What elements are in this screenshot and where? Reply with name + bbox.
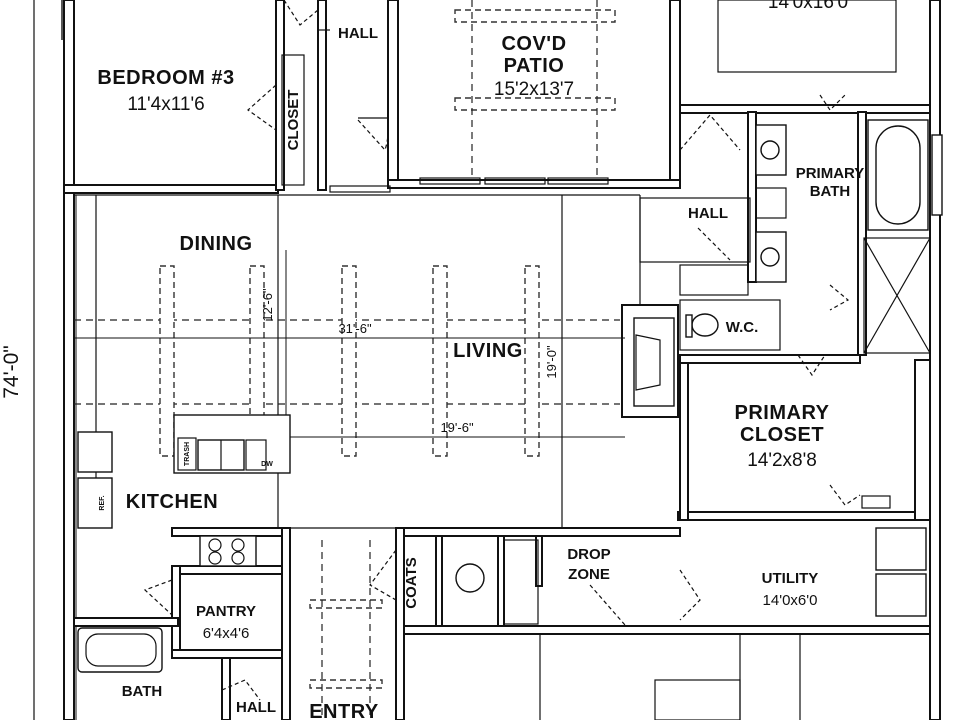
dw-label: DW — [261, 461, 273, 468]
primary-bath-name-2: BATH — [810, 183, 851, 200]
top-right-room-size: 14'0x16'0 — [768, 0, 848, 13]
primary-bath-fixtures — [755, 119, 931, 377]
primary-closet-name-1: PRIMARY — [735, 402, 830, 424]
trash-label: TRASH — [184, 442, 191, 466]
room-labels: BEDROOM #3 11'4x11'6 HALL CLOSET COV'D P… — [97, 0, 864, 720]
kitchen-width-label: 19'-6" — [440, 420, 474, 435]
ref-label: REF. — [99, 495, 106, 510]
overall-dimension: 74'-0" — [0, 0, 35, 720]
hall-mid-label: HALL — [688, 205, 728, 222]
living-width-label: 31'-6" — [338, 321, 372, 336]
living-label: LIVING — [453, 340, 523, 362]
kitchen-label: KITCHEN — [126, 491, 218, 513]
bedroom3-name: BEDROOM #3 — [97, 67, 234, 89]
patio-size: 15'2x13'7 — [494, 79, 574, 100]
ceiling-beams — [159, 265, 540, 457]
utility-size: 14'0x6'0 — [763, 592, 818, 609]
entry-label: ENTRY — [309, 701, 379, 720]
primary-bath-name-1: PRIMARY — [796, 165, 865, 182]
primary-closet-name-2: CLOSET — [740, 424, 824, 446]
living-depth-label: 19'-0" — [544, 345, 559, 379]
coats-label: COATS — [403, 557, 420, 608]
overall-depth-label: 74'-0" — [0, 345, 23, 399]
dimension-lines — [74, 250, 625, 528]
hall-wc-area — [639, 197, 781, 351]
bath-label: BATH — [122, 683, 163, 700]
wc-label: W.C. — [726, 319, 759, 336]
pantry-name: PANTRY — [196, 603, 256, 620]
top-right-room — [679, 0, 897, 151]
dining-label: DINING — [180, 233, 253, 255]
dimension-labels: 31'-6" 19'-6" 12'-6" 19'-0" — [260, 288, 559, 435]
patio-beams — [419, 0, 616, 185]
patio-name-1: COV'D — [501, 33, 566, 55]
drop-zone-name-1: DROP — [567, 546, 610, 563]
entry-utility-area — [309, 484, 927, 720]
closet-label: CLOSET — [285, 90, 302, 151]
pantry-size: 6'4x4'6 — [203, 625, 250, 642]
patio-name-2: PATIO — [504, 55, 565, 77]
kitchen-fixtures — [77, 414, 291, 616]
hall-top-label: HALL — [338, 25, 378, 42]
bedroom3-size: 11'4x11'6 — [127, 94, 204, 115]
bedroom-area — [247, 0, 391, 193]
hall-bottom-label: HALL — [236, 699, 276, 716]
drop-zone-name-2: ZONE — [568, 566, 610, 583]
utility-name: UTILITY — [762, 570, 819, 587]
bath-fixtures — [77, 627, 261, 701]
dining-depth-label: 12'-6" — [260, 288, 275, 322]
primary-closet-size: 14'2x8'8 — [747, 450, 817, 471]
